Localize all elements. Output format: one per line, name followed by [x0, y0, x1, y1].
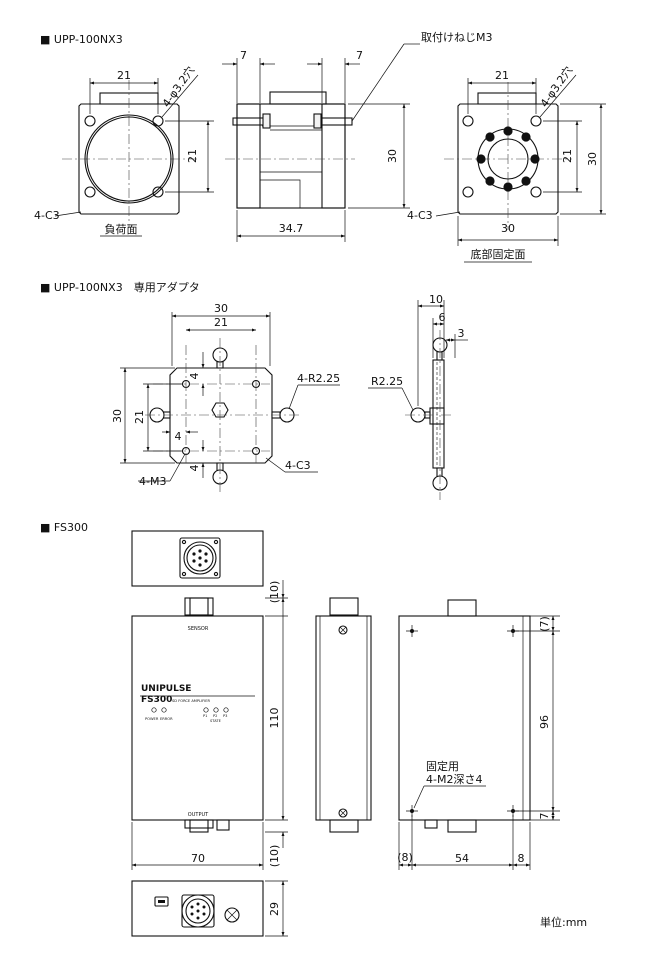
fs300-led-p3: P3 [223, 714, 227, 718]
fs300-mount-note-2: 4-M2深さ4 [426, 773, 482, 786]
fs300-led-power: POWER [145, 717, 159, 721]
section-title-fs300: ■ FS300 [40, 521, 88, 534]
fs300-top-dim-10: (10) [268, 581, 281, 604]
upp-bottom-view [435, 74, 606, 263]
upp-side-dim-left: 7 [240, 49, 247, 62]
upp-bottom-caption: 底部固定面 [471, 247, 526, 261]
upp-bottom-chamfer-note: 4-C3 [407, 209, 433, 222]
upp-front-caption: 負荷面 [105, 223, 138, 236]
fs300-panel-brand: UNIPULSE [141, 684, 191, 694]
upp-front-dim-height: 21 [186, 149, 199, 163]
fs300-bottom-view [131, 880, 288, 937]
upp-bottom-dim-pitch-w: 21 [495, 69, 509, 82]
upp-side-dim-right: 7 [356, 49, 363, 62]
adapter-dim-pitch-w: 21 [214, 316, 228, 329]
fs300-rear-dim-7-bottom: 7 [538, 813, 551, 820]
fs300-mount-note-1: 固定用 [426, 759, 459, 773]
fs300-led-p2: P2 [213, 714, 217, 718]
adapter-side-view [368, 300, 468, 500]
adapter-dim-4-left: 4 [175, 430, 182, 443]
upp-bottom-dim-height: 30 [586, 152, 599, 166]
fs300-rear-dim-96: 96 [538, 715, 551, 729]
fs300-rear-dim-8-right: 8 [518, 852, 525, 865]
fs300-height-dim: 110 [268, 708, 281, 729]
fs300-rear-dim-8-left: (8) [397, 851, 413, 864]
upp-front-hole-note: 4-φ3.2穴 [159, 63, 197, 109]
unit-note: 単位:mm [540, 915, 587, 929]
fs300-rear-dim-54: 54 [455, 852, 469, 865]
fs300-bottom-dim-10: (10) [268, 845, 281, 868]
adapter-side-dim-6: 6 [439, 311, 446, 324]
fs300-front-view [131, 580, 288, 870]
adapter-dim-pitch-h: 21 [133, 410, 146, 424]
upp-bottom-dim-width: 30 [501, 222, 515, 235]
fs300-panel-output: OUTPUT [188, 812, 209, 818]
adapter-side-radius: R2.25 [371, 375, 403, 388]
fs300-depth-dim: 29 [268, 902, 281, 916]
adapter-thread-note: 4-M3 [139, 475, 166, 488]
upp-side-dim-length: 34.7 [279, 222, 304, 235]
fs300-rear-view [398, 599, 560, 870]
adapter-chamfer-note: 4-C3 [285, 459, 311, 472]
fs300-width-dim: 70 [191, 852, 205, 865]
fs300-led-state: STATE [210, 719, 222, 723]
section-title-upp: ■ UPP-100NX3 [40, 33, 123, 46]
adapter-dim-height: 30 [111, 409, 124, 423]
fs300-led-error: ERROR [160, 717, 173, 721]
upp-bottom-hole-note: 4-φ3.2穴 [537, 63, 575, 109]
adapter-dim-4-top: 4 [188, 373, 201, 380]
adapter-front-view [120, 312, 340, 492]
fs300-top-view [131, 530, 264, 587]
fs300-panel-sensor: SENSOR [188, 626, 209, 632]
adapter-side-dim-10: 10 [429, 293, 443, 306]
fs300-panel-model: FS300 [141, 695, 172, 705]
adapter-side-dim-3: 3 [458, 327, 465, 340]
upp-front-view [54, 74, 214, 237]
fs300-rear-dim-7-top: (7) [538, 616, 551, 632]
fs300-led-p1: P1 [203, 714, 207, 718]
adapter-radius-note: 4-R2.25 [297, 372, 340, 385]
adapter-dim-width: 30 [214, 302, 228, 315]
upp-side-view [222, 43, 420, 242]
upp-side-screw-note: 取付けねじM3 [421, 31, 493, 44]
upp-front-dim-width: 21 [117, 69, 131, 82]
upp-side-dim-height: 30 [386, 149, 399, 163]
adapter-dim-4-bottom: 4 [188, 465, 201, 472]
section-title-adapter: ■ UPP-100NX3 専用アダプタ [40, 280, 200, 294]
fs300-panel-subtitle: SD FORCE AMPLIFIER [172, 699, 211, 703]
fs300-side-view [315, 597, 372, 833]
upp-bottom-dim-pitch-h: 21 [561, 149, 574, 163]
upp-front-chamfer-note: 4-C3 [34, 209, 60, 222]
